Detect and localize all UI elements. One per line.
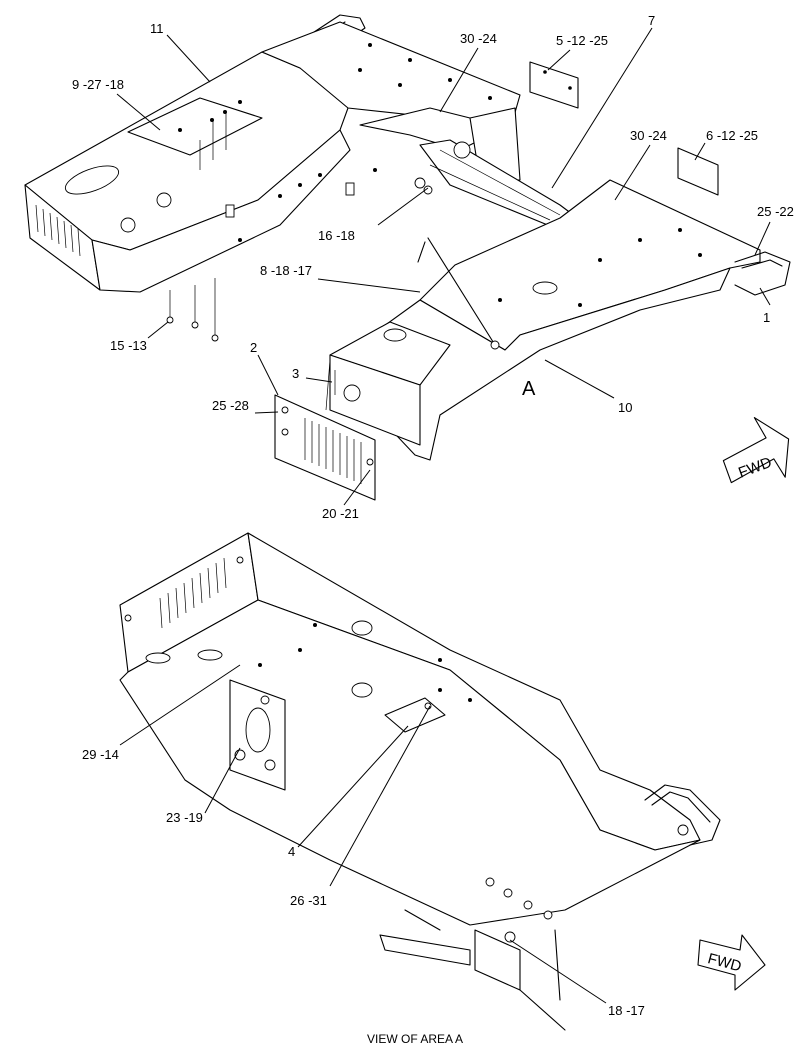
side-rail-10 — [329, 267, 731, 461]
callout-5-12-25: 5 -12 -25 — [556, 33, 608, 48]
callout-20-21: 20 -21 — [322, 506, 359, 521]
callout-29-14: 29 -14 — [82, 747, 119, 762]
upper-assembly — [24, 14, 791, 501]
callout-25-22: 25 -22 — [757, 204, 794, 219]
callout-25-28: 25 -28 — [212, 398, 249, 413]
louver-grille-lower — [159, 557, 227, 629]
lower-bottom-plate — [119, 599, 701, 926]
callout-4: 4 — [288, 844, 295, 859]
callout-26-31: 26 -31 — [290, 893, 327, 908]
view-caption: VIEW OF AREA A — [367, 1032, 463, 1046]
callout-30-24-b: 30 -24 — [630, 128, 667, 143]
callout-8-18-17: 8 -18 -17 — [260, 263, 312, 278]
lower-front-handle — [644, 784, 721, 846]
callout-6-12-25: 6 -12 -25 — [706, 128, 758, 143]
callout-9-27-18: 9 -27 -18 — [72, 77, 124, 92]
upper-leaders — [116, 27, 771, 506]
plate-6-12-25 — [677, 147, 719, 196]
callout-23-19: 23 -19 — [166, 810, 203, 825]
left-box-plate — [127, 97, 263, 156]
vented-cover-2 — [274, 394, 376, 501]
callout-3: 3 — [292, 366, 299, 381]
fwd-arrow-upper: FWD — [722, 417, 790, 484]
callout-11: 11 — [150, 21, 164, 36]
louver-grille-cover — [304, 418, 362, 484]
callout-16-18: 16 -18 — [318, 228, 355, 243]
fwd-arrow-lower: FWD — [697, 934, 766, 991]
callout-15-13: 15 -13 — [110, 338, 147, 353]
callout-7: 7 — [648, 13, 655, 28]
louver-grille-left — [35, 204, 81, 257]
left-box-side — [91, 129, 351, 293]
lower-callout-labels: 29 -14 23 -19 4 26 -31 18 -17 — [82, 747, 645, 1018]
area-marker-a: A — [522, 378, 536, 400]
callout-10: 10 — [618, 400, 632, 415]
lower-leaders — [119, 664, 607, 1004]
left-box-oval-opening — [64, 165, 120, 195]
callout-2: 2 — [250, 340, 257, 355]
lower-assembly — [119, 532, 721, 1031]
callout-30-24-a: 30 -24 — [460, 31, 497, 46]
callout-18-17: 18 -17 — [608, 1003, 645, 1018]
fastener-group — [166, 278, 219, 342]
upper-callout-labels: 11 30 -24 5 -12 -25 7 9 -27 -18 30 -24 6… — [72, 13, 794, 521]
front-handle-1 — [734, 251, 791, 296]
plate-5-12-25 — [529, 61, 579, 109]
callout-1: 1 — [763, 310, 770, 325]
control-rod — [417, 237, 496, 346]
front-box-side — [329, 354, 421, 446]
